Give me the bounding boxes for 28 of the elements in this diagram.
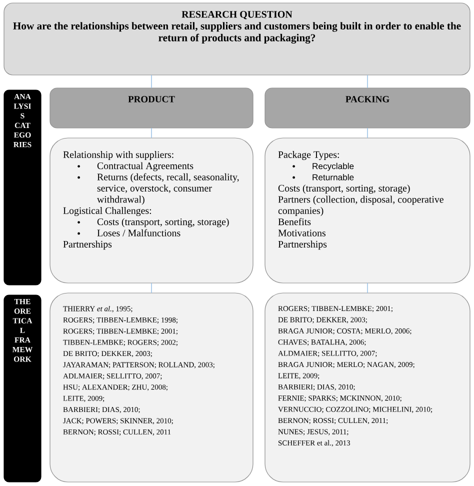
connector-line	[151, 282, 152, 294]
connector-line	[367, 128, 368, 138]
list-text: Benefits	[278, 218, 311, 226]
connector-line	[367, 74, 368, 88]
category-header: PACKING	[264, 88, 470, 128]
list-item: Recyclable	[312, 162, 354, 171]
list-item: Returns (defects, recall, seasonality, service, overstock, consumer withdrawal)	[97, 173, 239, 205]
list-text: Logistical Challenges:	[63, 207, 152, 216]
connector-line	[151, 128, 152, 138]
list-text: Partnerships	[278, 240, 327, 250]
reference-box	[50, 292, 254, 482]
category-box	[50, 138, 254, 284]
connector-line	[367, 282, 368, 294]
question-box: RESEARCH QUESTION How are the relationships between retail, suppliers and customers being built in order to enable the return of products and packaging?	[4, 2, 470, 76]
list-item: Costs (transport, sorting, storage)	[97, 218, 229, 228]
list-text: Partners (collection, disposal, cooperative companies)	[278, 196, 444, 216]
category-header: PRODUCT	[50, 88, 254, 128]
list-text: Relationship with suppliers:	[63, 151, 174, 160]
list-item: Returnable	[312, 174, 354, 180]
list-text: Package Types:	[278, 151, 339, 160]
list-item: Loses / Malfunctions	[97, 229, 180, 236]
category-box	[264, 138, 470, 284]
list-text: Motivations	[278, 230, 326, 236]
connector-line	[151, 74, 152, 88]
reference-box	[264, 292, 470, 482]
list-item: Contractual Agreements	[97, 162, 194, 172]
list-text: Costs (transport, sorting, storage)	[278, 184, 410, 194]
list-text: Partnerships	[63, 240, 112, 250]
